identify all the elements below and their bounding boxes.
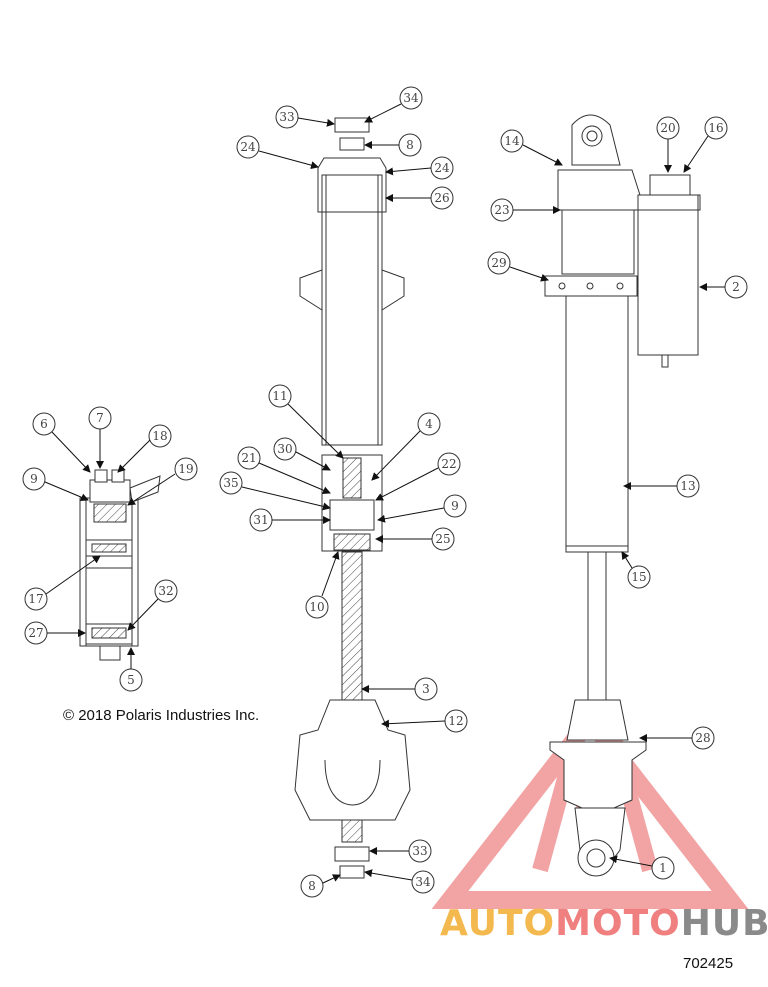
svg-text:19: 19: [178, 462, 193, 476]
watermark-text: AUTOMOTOHUB: [440, 903, 768, 944]
svg-text:35: 35: [223, 476, 238, 490]
svg-text:6: 6: [40, 417, 48, 431]
callout-14: [500, 129, 524, 153]
svg-text:27: 27: [28, 626, 43, 640]
svg-text:25: 25: [435, 532, 450, 546]
svg-text:18: 18: [152, 429, 167, 443]
svg-text:20: 20: [660, 121, 675, 135]
callout-11: [268, 384, 292, 408]
svg-text:17: 17: [28, 592, 43, 606]
watermark-auto: AUTO: [440, 903, 556, 944]
svg-text:33: 33: [412, 844, 427, 858]
svg-text:14: 14: [504, 134, 520, 148]
svg-text:13: 13: [680, 479, 695, 493]
callout-10: [305, 595, 329, 619]
svg-text:7: 7: [96, 411, 104, 425]
callout-6: [32, 412, 56, 436]
svg-text:9: 9: [30, 472, 38, 486]
callout-34-bottom: [411, 870, 435, 894]
svg-text:1: 1: [659, 861, 667, 875]
svg-text:4: 4: [425, 417, 433, 431]
svg-text:28: 28: [695, 731, 710, 745]
callout-32: [154, 579, 178, 603]
svg-text:5: 5: [127, 673, 135, 687]
callout-9-mid: [443, 494, 467, 518]
svg-text:29: 29: [491, 256, 506, 270]
callout-19: [174, 457, 198, 481]
callout-1: [651, 856, 675, 880]
svg-text:8: 8: [406, 138, 414, 152]
assembled-shock: [544, 114, 701, 877]
svg-text:11: 11: [272, 389, 287, 403]
shaft-assembly: [294, 117, 411, 879]
svg-text:21: 21: [241, 451, 256, 465]
svg-text:31: 31: [253, 513, 268, 527]
svg-text:30: 30: [277, 442, 292, 456]
svg-text:33: 33: [279, 110, 294, 124]
callout-29: [487, 251, 511, 275]
svg-text:34: 34: [403, 91, 419, 105]
svg-text:24: 24: [240, 140, 256, 154]
callout-4: [417, 412, 441, 436]
callout-22: [437, 452, 461, 476]
callout-35: [219, 471, 243, 495]
figure-number: 702425: [683, 955, 734, 972]
svg-text:3: 3: [422, 682, 430, 696]
callout-17: [24, 587, 48, 611]
callout-21: [237, 446, 261, 470]
svg-text:22: 22: [441, 457, 456, 471]
callout-9: [22, 467, 46, 491]
callout-15: [627, 565, 651, 589]
svg-text:8: 8: [308, 879, 316, 893]
watermark-moto: MOTO: [555, 903, 681, 944]
callout-8-bottom: [300, 874, 324, 898]
callout-16: [704, 116, 728, 140]
callout-30: [273, 437, 297, 461]
svg-text:10: 10: [309, 600, 324, 614]
svg-text:15: 15: [631, 570, 646, 584]
svg-text:16: 16: [708, 121, 723, 135]
svg-text:9: 9: [451, 499, 459, 513]
callout-33-top: [275, 105, 299, 129]
svg-text:12: 12: [448, 714, 463, 728]
callouts: 6 7 18 19 9 17 32 27 5 33 34 8 24 24 26 …: [22, 86, 748, 898]
callout-24-left: [236, 135, 260, 159]
svg-text:24: 24: [434, 161, 450, 175]
callout-34-top: [399, 86, 423, 110]
svg-text:34: 34: [415, 875, 431, 889]
svg-text:32: 32: [158, 584, 173, 598]
watermark-hub: HUB: [680, 903, 768, 944]
callout-18: [148, 424, 172, 448]
svg-text:26: 26: [434, 191, 449, 205]
svg-text:23: 23: [494, 203, 509, 217]
svg-text:2: 2: [732, 280, 740, 294]
copyright-text: © 2018 Polaris Industries Inc.: [63, 707, 260, 724]
reservoir-cutaway: [79, 469, 161, 661]
